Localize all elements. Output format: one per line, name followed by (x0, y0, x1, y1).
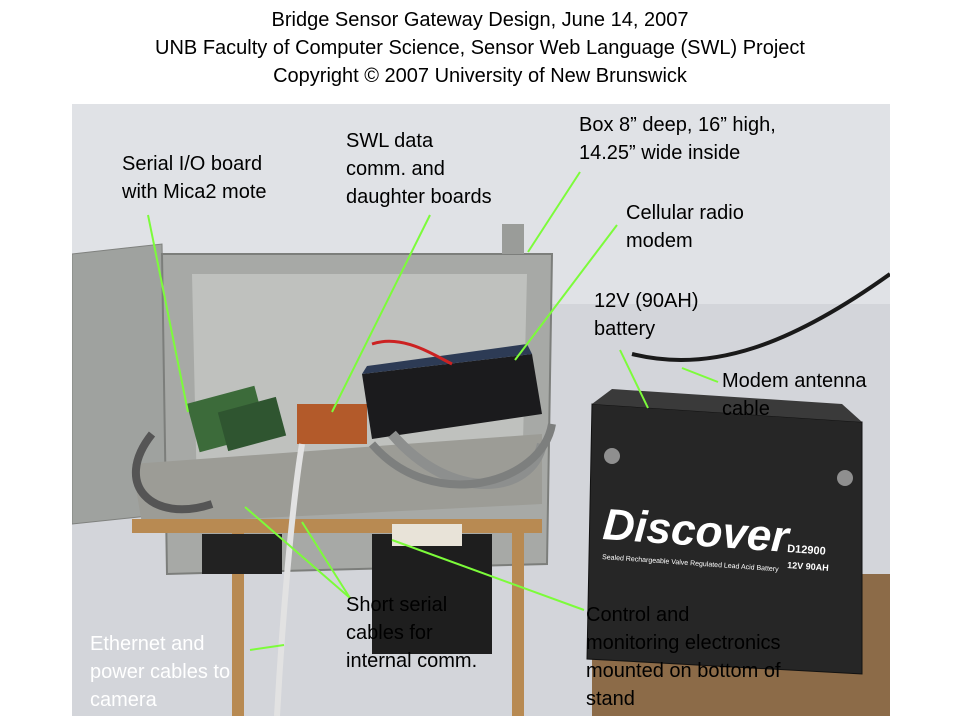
header-title: Bridge Sensor Gateway Design, June 14, 2… (271, 9, 689, 31)
label-control: Control and monitoring electronics mount… (586, 604, 781, 710)
label-serial-io: Serial I/O board with Mica2 mote (122, 153, 267, 203)
label-swl-data: SWL data comm. and daughter boards (346, 130, 492, 208)
battery-terminal-right (837, 470, 853, 486)
label-short-serial: Short serial cables for internal comm. (346, 594, 478, 672)
shelf-board (132, 434, 542, 524)
stand-leg-left (232, 532, 244, 716)
box-hinge (502, 224, 524, 254)
label-antenna: Modem antenna cable (722, 370, 867, 420)
label-cellular: Cellular radio modem (626, 202, 744, 252)
header-copyright: Copyright © 2007 University of New Bruns… (273, 65, 687, 87)
antenna-cable (631, 272, 890, 362)
stand-leg-right (512, 532, 524, 716)
terminal-strip (392, 524, 462, 546)
battery-model: D12900 (787, 543, 826, 558)
header-project: UNB Faculty of Computer Science, Sensor … (155, 37, 805, 59)
battery-rating: 12V 90AH (787, 560, 829, 573)
daughter-boards (297, 404, 367, 444)
lower-electronics-left (202, 534, 282, 574)
stand-top (132, 519, 542, 533)
battery-top (592, 389, 862, 422)
grey-cable-coil-2 (368, 423, 556, 489)
label-box-dims: Box 8” deep, 16” high, 14.25” wide insid… (579, 114, 776, 164)
label-battery: 12V (90AH) battery (594, 290, 699, 340)
label-ethernet: Ethernet and power cables to camera (90, 633, 231, 711)
serial-cable-left (131, 431, 214, 514)
battery-terminal-left (604, 448, 620, 464)
mica2-mote (217, 396, 287, 452)
slide-header: Bridge Sensor Gateway Design, June 14, 2… (0, 6, 960, 90)
